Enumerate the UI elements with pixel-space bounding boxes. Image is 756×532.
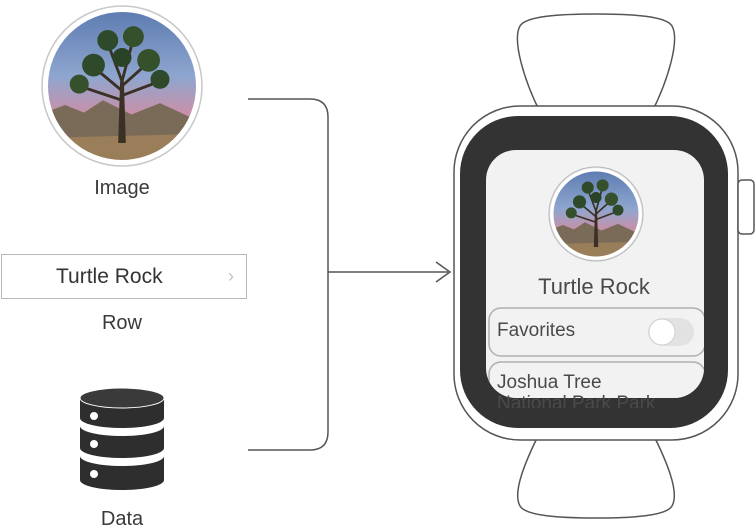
park-name: Joshua Tree National Park Park <box>497 372 697 408</box>
favorites-toggle-switch[interactable] <box>648 318 694 346</box>
favorites-cell[interactable] <box>488 307 705 357</box>
row-title: Turtle Rock <box>56 265 163 288</box>
bracket-connector <box>248 98 452 451</box>
favorites-label: Favorites <box>497 320 576 341</box>
watch-landmark-title: Turtle Rock <box>538 274 650 299</box>
data-label: Data <box>100 508 144 530</box>
row-label: Row <box>101 312 142 334</box>
park-name-line2: National Park Park <box>497 393 656 408</box>
park-name-line1: Joshua Tree <box>497 372 602 393</box>
chevron-right-icon: › <box>228 266 234 286</box>
landmark-image-large <box>41 5 203 167</box>
watch-band <box>516 13 676 519</box>
image-label: Image <box>94 177 150 199</box>
database-icon <box>79 387 165 490</box>
landmark-image-small <box>548 166 644 262</box>
sample-row <box>1 254 247 299</box>
